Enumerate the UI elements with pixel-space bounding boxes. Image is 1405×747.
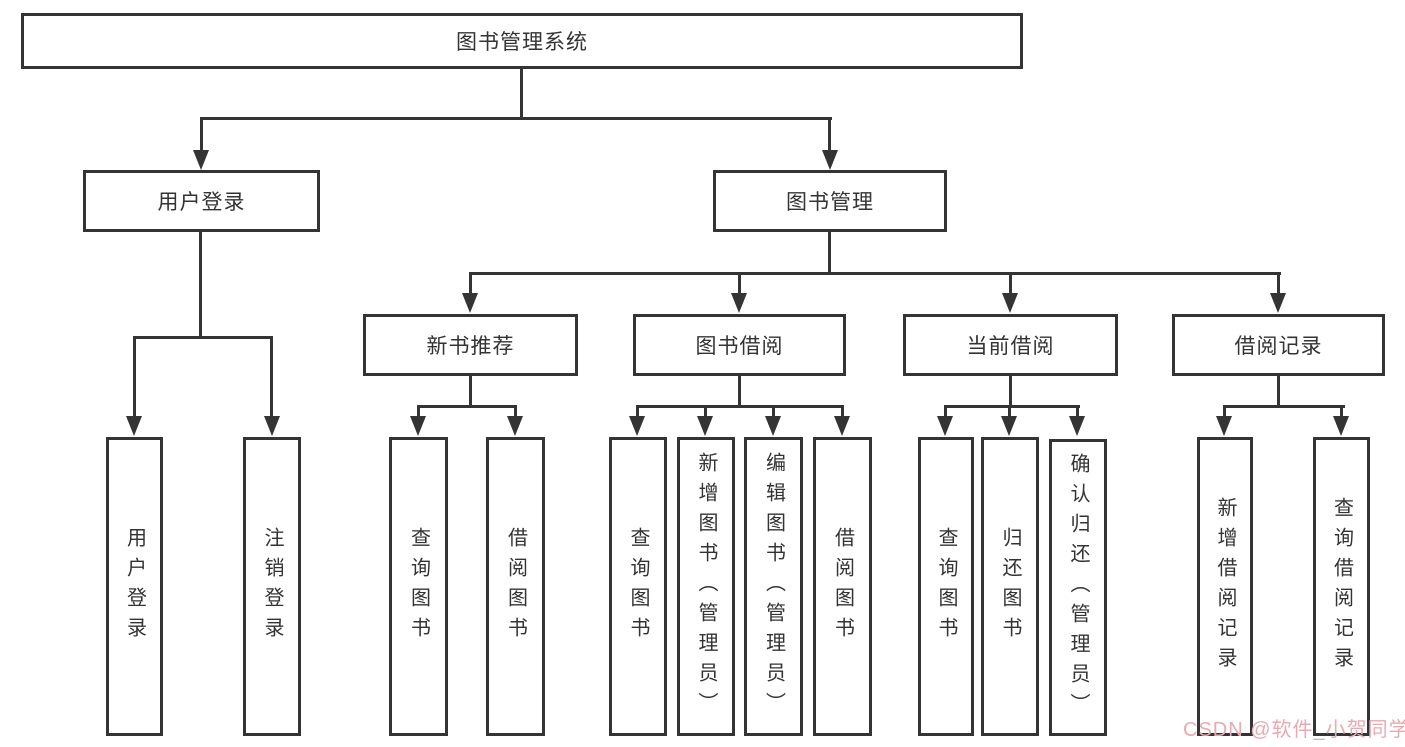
arrow-down-icon bbox=[126, 416, 142, 436]
node-book-management-system-label: 图书管理系统 bbox=[456, 31, 588, 54]
arrow-down-icon bbox=[937, 416, 953, 436]
leaf-user-login-label: 用户登录 bbox=[123, 526, 146, 647]
leaf-query-books-recommend: 查询图书 bbox=[389, 437, 448, 736]
leaf-add-borrow-record-label: 新增借阅记录 bbox=[1214, 496, 1236, 677]
leaf-add-borrow-record: 新增借阅记录 bbox=[1197, 437, 1253, 736]
arrow-down-icon bbox=[629, 416, 645, 436]
connector-line bbox=[520, 69, 523, 119]
connector-line bbox=[1008, 405, 1011, 418]
connector-line bbox=[417, 405, 517, 408]
node-book-management-system: 图书管理系统 bbox=[21, 13, 1023, 69]
leaf-add-books-admin-label: 新增图书（管理员） bbox=[695, 451, 717, 722]
connector-line bbox=[1277, 376, 1280, 407]
node-user-login: 用户登录 bbox=[83, 170, 320, 232]
leaf-query-books-current-label: 查询图书 bbox=[935, 526, 957, 647]
arrow-down-icon bbox=[834, 416, 850, 436]
node-book-borrowing: 图书借阅 bbox=[633, 314, 846, 376]
connector-line bbox=[1009, 272, 1012, 296]
arrow-down-icon bbox=[507, 416, 523, 436]
node-new-book-recommendation: 新书推荐 bbox=[363, 314, 578, 376]
connector-line bbox=[469, 272, 472, 296]
node-user-login-label: 用户登录 bbox=[157, 191, 246, 214]
node-current-borrowing: 当前借阅 bbox=[903, 314, 1118, 376]
arrow-down-icon bbox=[1001, 416, 1017, 436]
connector-line bbox=[1223, 405, 1345, 408]
leaf-borrow-books-borrowing: 借阅图书 bbox=[813, 437, 872, 736]
leaf-user-login: 用户登录 bbox=[106, 437, 163, 736]
leaf-logout: 注销登录 bbox=[243, 437, 301, 736]
connector-line bbox=[200, 117, 832, 120]
node-book-borrowing-label: 图书借阅 bbox=[695, 335, 784, 358]
node-book-management: 图书管理 bbox=[713, 170, 947, 232]
node-borrowing-records: 借阅记录 bbox=[1172, 314, 1385, 376]
leaf-query-books-recommend-label: 查询图书 bbox=[407, 526, 430, 647]
leaf-query-borrow-record: 查询借阅记录 bbox=[1313, 437, 1370, 736]
leaf-query-books-borrowing-label: 查询图书 bbox=[627, 526, 649, 647]
connector-line bbox=[417, 405, 420, 418]
leaf-borrow-books-recommend: 借阅图书 bbox=[486, 437, 545, 736]
connector-line bbox=[469, 272, 1281, 275]
node-new-book-recommendation-label: 新书推荐 bbox=[426, 335, 515, 358]
leaf-query-books-borrowing: 查询图书 bbox=[609, 437, 667, 736]
arrow-down-icon bbox=[1270, 293, 1286, 313]
arrow-down-icon bbox=[410, 416, 426, 436]
arrow-down-icon bbox=[462, 293, 478, 313]
leaf-confirm-return-admin-label: 确认归还（管理员） bbox=[1067, 452, 1089, 723]
connector-line bbox=[133, 336, 136, 418]
connector-line bbox=[944, 405, 1080, 408]
connector-line bbox=[1009, 376, 1012, 407]
arrow-down-icon bbox=[765, 416, 781, 436]
connector-line bbox=[944, 405, 947, 418]
leaf-borrow-books-recommend-label: 借阅图书 bbox=[504, 526, 527, 647]
connector-line bbox=[270, 336, 273, 418]
arrow-down-icon bbox=[1216, 416, 1232, 436]
connector-line bbox=[636, 405, 843, 408]
leaf-borrow-books-borrowing-label: 借阅图书 bbox=[831, 526, 854, 647]
arrow-down-icon bbox=[264, 416, 280, 436]
node-borrowing-records-label: 借阅记录 bbox=[1234, 335, 1323, 358]
leaf-add-books-admin: 新增图书（管理员） bbox=[677, 437, 735, 736]
connector-line bbox=[133, 336, 273, 339]
leaf-confirm-return-admin: 确认归还（管理员） bbox=[1049, 439, 1107, 736]
arrow-down-icon bbox=[731, 293, 747, 313]
connector-line bbox=[636, 405, 639, 418]
connector-line bbox=[772, 405, 775, 418]
connector-line bbox=[199, 232, 202, 338]
connector-line bbox=[828, 117, 831, 152]
arrow-down-icon bbox=[193, 150, 209, 170]
leaf-return-books: 归还图书 bbox=[981, 437, 1039, 736]
connector-line bbox=[738, 272, 741, 296]
arrow-down-icon bbox=[697, 416, 713, 436]
connector-line bbox=[1340, 405, 1343, 418]
arrow-down-icon bbox=[822, 150, 838, 170]
leaf-query-borrow-record-label: 查询借阅记录 bbox=[1330, 496, 1353, 677]
arrow-down-icon bbox=[1002, 293, 1018, 313]
leaf-edit-books-admin: 编辑图书（管理员） bbox=[744, 437, 803, 736]
arrow-down-icon bbox=[1333, 416, 1349, 436]
connector-line bbox=[1277, 272, 1280, 296]
leaf-return-books-label: 归还图书 bbox=[999, 526, 1021, 647]
csdn-watermark: CSDN @软件_小贺同学 bbox=[1183, 719, 1405, 741]
connector-line bbox=[738, 376, 741, 407]
connector-line bbox=[704, 405, 707, 418]
node-book-management-label: 图书管理 bbox=[786, 191, 874, 214]
connector-line bbox=[200, 117, 203, 152]
leaf-query-books-current: 查询图书 bbox=[918, 437, 974, 736]
arrow-down-icon bbox=[1069, 416, 1085, 436]
connector-line bbox=[1223, 405, 1226, 418]
leaf-edit-books-admin-label: 编辑图书（管理员） bbox=[762, 451, 785, 722]
connector-line bbox=[469, 376, 472, 407]
connector-line bbox=[1076, 405, 1079, 418]
connector-line bbox=[828, 232, 831, 274]
connector-line bbox=[514, 405, 517, 418]
leaf-logout-label: 注销登录 bbox=[261, 526, 283, 647]
node-current-borrowing-label: 当前借阅 bbox=[966, 335, 1055, 358]
connector-line bbox=[841, 405, 844, 418]
